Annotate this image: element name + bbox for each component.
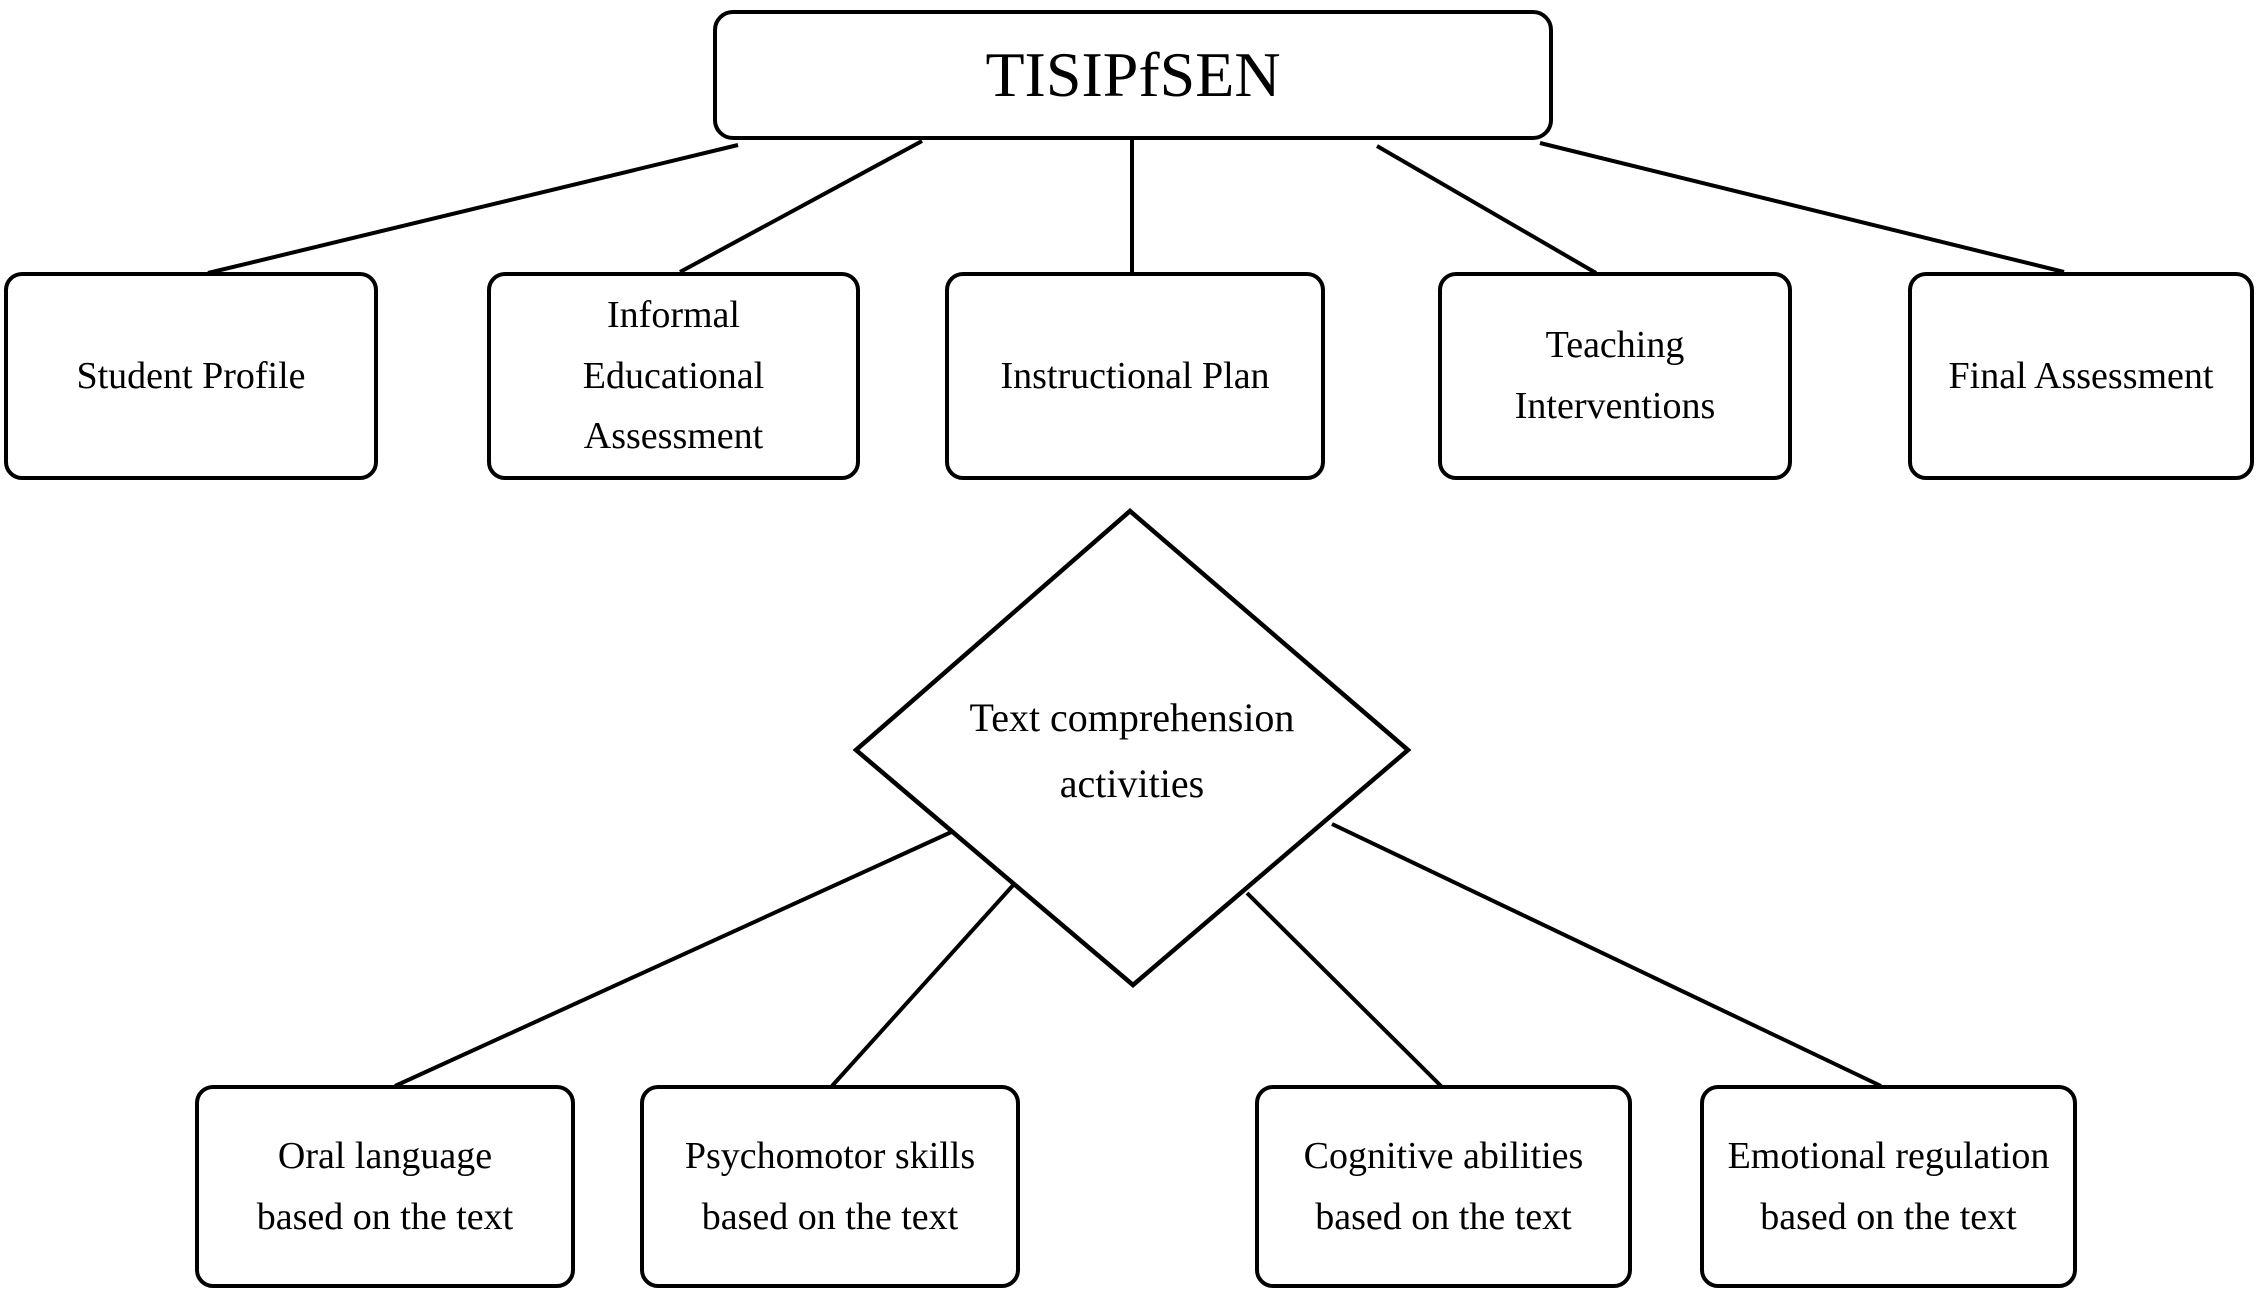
node-final-assessment-label: Final Assessment bbox=[1948, 354, 2214, 397]
node-cognitive-abilities-label: Cognitive abilities based on the text bbox=[1303, 1134, 1584, 1238]
node-final-assessment: Final Assessment bbox=[1908, 272, 2254, 480]
decision-diamond-shape bbox=[852, 508, 1412, 988]
node-student-profile: Student Profile bbox=[4, 272, 378, 480]
edge-decision-psychomotor-skills bbox=[830, 880, 1018, 1088]
edge-root-informal-assessment bbox=[679, 139, 923, 274]
node-instructional-plan: Instructional Plan bbox=[945, 272, 1325, 480]
edge-decision-emotional-regulation bbox=[1331, 822, 1882, 1088]
node-oral-language: Oral language based on the text bbox=[195, 1085, 575, 1288]
node-student-profile-label: Student Profile bbox=[76, 354, 306, 397]
node-teaching-interventions-label: Teaching Interventions bbox=[1514, 324, 1716, 427]
node-text-comprehension-activities-label: Text comprehension activities bbox=[969, 694, 1295, 806]
edge-root-student-profile bbox=[207, 143, 739, 275]
edge-decision-oral-language bbox=[394, 827, 959, 1088]
node-informal-educational-assessment: Informal Educational Assessment bbox=[487, 272, 860, 480]
node-oral-language-label: Oral language based on the text bbox=[256, 1134, 514, 1238]
edge-decision-cognitive-abilities bbox=[1245, 891, 1443, 1088]
node-teaching-interventions: Teaching Interventions bbox=[1438, 272, 1792, 480]
node-psychomotor-skills-label: Psychomotor skills based on the text bbox=[684, 1134, 976, 1238]
node-emotional-regulation: Emotional regulation based on the text bbox=[1700, 1085, 2077, 1288]
node-informal-educational-assessment-label: Informal Educational Assessment bbox=[582, 293, 765, 458]
node-psychomotor-skills: Psychomotor skills based on the text bbox=[640, 1085, 1020, 1288]
node-cognitive-abilities: Cognitive abilities based on the text bbox=[1255, 1085, 1632, 1288]
node-text-comprehension-activities: Text comprehension activities bbox=[912, 608, 1352, 893]
edge-root-final-assessment bbox=[1539, 141, 2065, 274]
node-instructional-plan-label: Instructional Plan bbox=[1000, 354, 1270, 397]
edge-root-teaching-interventions bbox=[1375, 144, 1598, 275]
node-emotional-regulation-label: Emotional regulation based on the text bbox=[1727, 1134, 2050, 1238]
node-root-label: TISIPfSEN bbox=[985, 38, 1281, 110]
node-root-tisipfsen: TISIPfSEN bbox=[713, 10, 1553, 140]
